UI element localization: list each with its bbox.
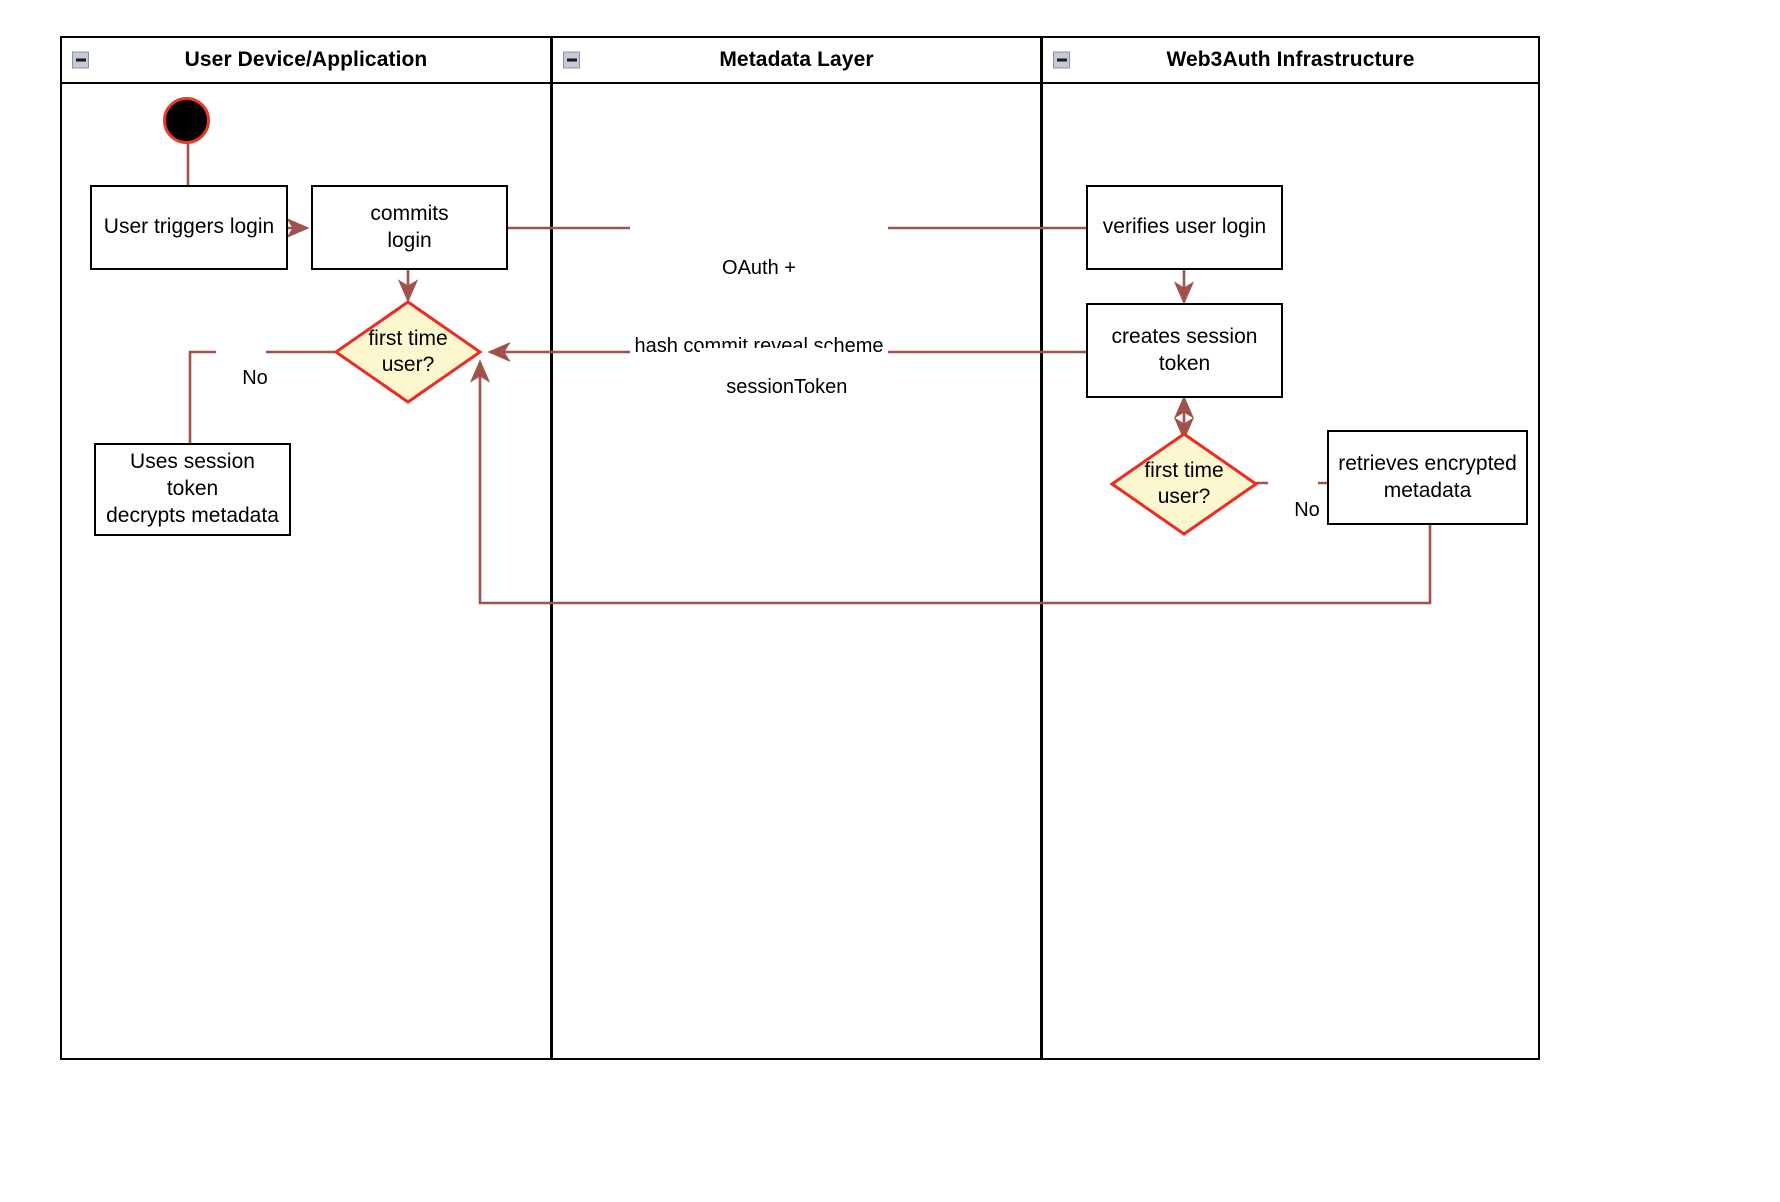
edge-label-no-right: No	[1268, 471, 1320, 549]
action-uses-session-token[interactable]: Uses session token decrypts metadata	[94, 443, 291, 536]
action-label-line-1: creates session	[1111, 324, 1258, 348]
action-creates-session-token[interactable]: creates session token	[1086, 303, 1283, 398]
action-label-line-1: retrieves encrypted	[1338, 451, 1517, 475]
action-label-line-3: decrypts metadata	[106, 503, 279, 527]
edge-label-text: No	[242, 367, 268, 389]
swimlane-title: User Device/Application	[184, 48, 428, 71]
initial-node[interactable]	[163, 97, 210, 144]
action-retrieves-encrypted-metadata[interactable]: retrieves encrypted metadata	[1327, 430, 1528, 525]
swimlane-header-user-device[interactable]: User Device/Application	[60, 36, 552, 84]
swimlane-header-metadata-layer[interactable]: Metadata Layer	[551, 36, 1042, 84]
action-label-line-2: token	[1158, 351, 1211, 375]
action-label-line-1: commits	[370, 201, 449, 225]
edge-label-text: sessionToken	[726, 376, 848, 398]
collapse-minus-icon[interactable]	[563, 51, 580, 69]
edge-retrieves-return	[469, 359, 1432, 605]
decision-first-time-user-right[interactable]: first time user?	[1109, 432, 1259, 536]
edge-label-no-left: No	[216, 339, 268, 417]
edge-label-session-token: sessionToken	[700, 348, 847, 426]
swimlane-title: Metadata Layer	[719, 48, 874, 71]
swimlane-title: Web3Auth Infrastructure	[1166, 48, 1415, 71]
action-commits-login[interactable]: commits login	[311, 185, 508, 270]
action-label: User triggers login	[103, 215, 275, 239]
collapse-minus-icon[interactable]	[72, 51, 89, 69]
action-label: verifies user login	[1102, 215, 1267, 239]
swimlane-header-web3auth[interactable]: Web3Auth Infrastructure	[1041, 36, 1540, 84]
collapse-minus-icon[interactable]	[1053, 51, 1070, 69]
action-verifies-user-login[interactable]: verifies user login	[1086, 185, 1283, 270]
action-label-line-2: login	[387, 228, 432, 252]
action-label-line-2: metadata	[1383, 478, 1472, 502]
decision-first-time-user-left[interactable]: first time user?	[333, 300, 483, 404]
action-label-line-2: token	[166, 477, 219, 501]
edge-label-text: No	[1294, 499, 1320, 521]
edge-decision-no-to-session	[188, 350, 345, 443]
action-label-line-1: Uses session	[130, 450, 255, 474]
edge-label-line-1: OAuth +	[722, 257, 796, 279]
action-user-triggers-login[interactable]: User triggers login	[90, 185, 288, 270]
